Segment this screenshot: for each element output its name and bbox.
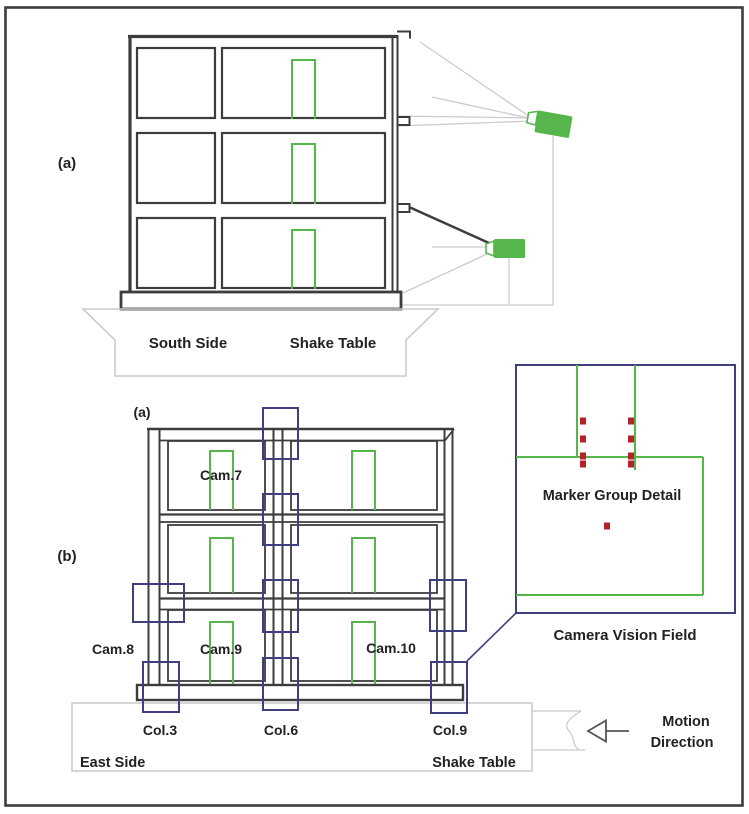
detail-connector-line [466, 612, 517, 662]
base-slab-b [135, 683, 465, 702]
door-frames-a [291, 59, 316, 289]
columns-b [147, 428, 454, 685]
cam8-label: Cam.8 [92, 641, 134, 657]
cam9-label: Cam.9 [200, 641, 242, 657]
motion-direction-arrow [586, 718, 629, 744]
panel-a-label: (a) [58, 155, 76, 172]
break-symbol [566, 710, 582, 751]
beam-stub-top [397, 30, 411, 39]
camera-icon-lower [485, 239, 525, 258]
detail-structure-lines [516, 365, 704, 596]
shake-table-label-b: Shake Table [432, 755, 516, 771]
direction-label: Direction [651, 735, 714, 751]
panel-b: (b) (a) [57, 404, 714, 772]
motion-label: Motion [662, 714, 710, 730]
beam-stub-low [397, 203, 411, 213]
single-marker-dot [604, 522, 610, 530]
bay-panels-b [167, 440, 438, 682]
detail-box: Marker Group Detail Camera Vision Field [515, 364, 736, 644]
camera-vision-rects [132, 407, 468, 714]
camera-icon-upper [525, 110, 573, 138]
camera-vision-field-label: Camera Vision Field [553, 627, 696, 644]
bay-panels-a [135, 46, 387, 290]
door-frames-b [209, 450, 376, 684]
marker-group-dots [580, 417, 634, 530]
col9-label: Col.9 [433, 722, 467, 738]
col6-label: Col.6 [264, 722, 298, 738]
col3-label: Col.3 [143, 722, 177, 738]
shake-table-outline-a [81, 308, 440, 377]
east-side-label: East Side [80, 755, 145, 771]
marker-group-detail-label: Marker Group Detail [543, 488, 682, 504]
shake-table-label-a: Shake Table [290, 335, 376, 352]
camera-target-line [408, 205, 490, 245]
panel-b-label: (b) [57, 548, 76, 565]
building-b [135, 427, 465, 702]
panel-a: (a) [58, 30, 573, 377]
camera-vision-field-box [515, 364, 736, 614]
cam7-label: Cam.7 [200, 467, 242, 483]
cam10-label: Cam.10 [366, 640, 416, 656]
building-a [119, 30, 411, 311]
south-side-label: South Side [149, 335, 227, 352]
panel-b-sub-label: (a) [133, 404, 150, 420]
beam-stub-mid [397, 116, 411, 126]
camera-vision-lines-a [396, 41, 554, 306]
shake-table-b [71, 702, 585, 772]
